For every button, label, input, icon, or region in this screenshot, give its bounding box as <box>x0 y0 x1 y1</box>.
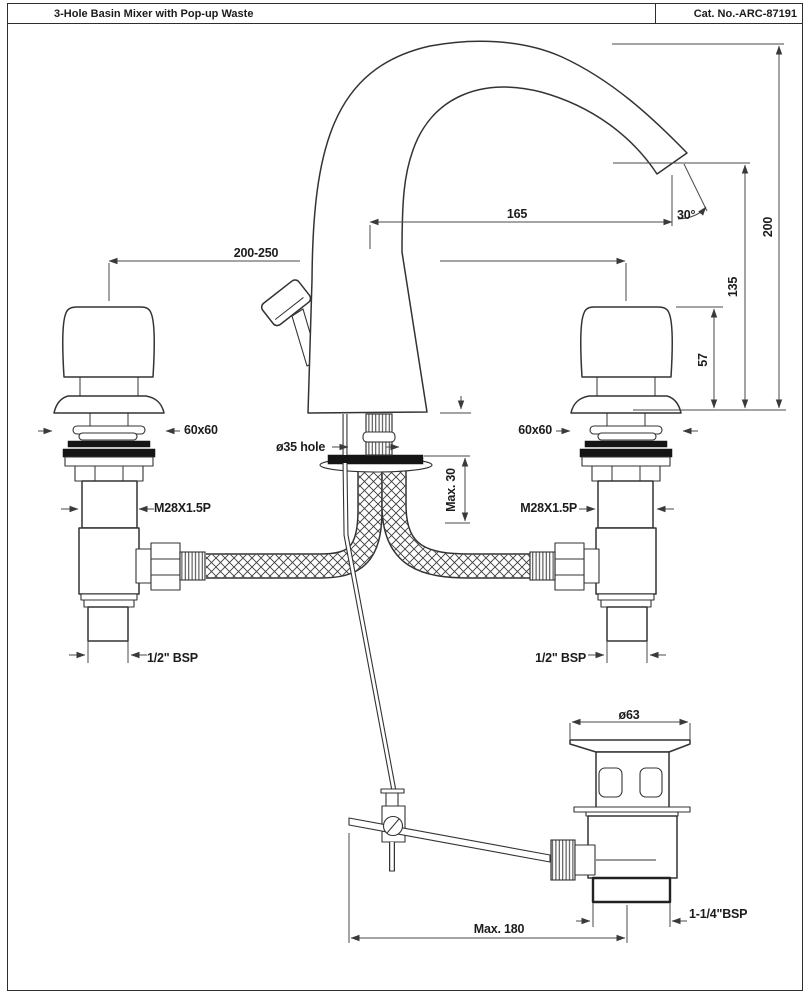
drawing-title: 3-Hole Basin Mixer with Pop-up Waste <box>54 7 254 20</box>
dim-thread-right: M28X1.5P <box>520 501 577 515</box>
mixer-spout-body <box>307 40 688 414</box>
title-cell: 3-Hole Basin Mixer with Pop-up Waste <box>8 4 656 23</box>
catalog-cell: Cat. No.-ARC-87191 <box>656 4 802 23</box>
dim-deck-hole: ø35 hole <box>276 440 325 454</box>
popup-linkage <box>348 788 551 872</box>
title-block: 3-Hole Basin Mixer with Pop-up Waste Cat… <box>7 3 803 24</box>
dim-waste-flange: ø63 <box>619 708 640 722</box>
dim-overall-height: 200 <box>761 217 775 238</box>
flexible-hose-left <box>206 469 383 579</box>
side-valve-left <box>53 288 206 642</box>
popup-waste-assembly <box>550 739 691 904</box>
sheet-border <box>7 3 803 991</box>
dim-deck-thickness: Max. 30 <box>444 468 458 512</box>
popup-rod <box>342 462 397 792</box>
dimension-lines <box>38 43 786 943</box>
dim-rod-reach: Max. 180 <box>474 922 525 936</box>
dim-thread-left: M28X1.5P <box>154 501 211 515</box>
dim-inlet-right: 1/2" BSP <box>535 651 586 665</box>
dim-handle-base-left: 60x60 <box>184 423 218 437</box>
catalog-number: Cat. No.-ARC-87191 <box>693 7 797 20</box>
dimension-labels: 200-250 165 30° 200 135 57 60x60 60x60 ø… <box>147 207 775 936</box>
deck-mount-assembly <box>319 413 433 473</box>
dim-handle-height: 57 <box>696 353 710 367</box>
dim-waste-thread: 1-1/4"BSP <box>689 907 747 921</box>
dim-inlet-left: 1/2" BSP <box>147 651 198 665</box>
dim-spout-reach: 165 <box>507 207 528 221</box>
flexible-hose-right <box>381 469 534 579</box>
dim-spout-height: 135 <box>726 277 740 298</box>
dim-handle-base-right: 60x60 <box>518 423 552 437</box>
dim-spout-angle: 30° <box>677 208 696 222</box>
dim-handle-spacing: 200-250 <box>234 246 279 260</box>
